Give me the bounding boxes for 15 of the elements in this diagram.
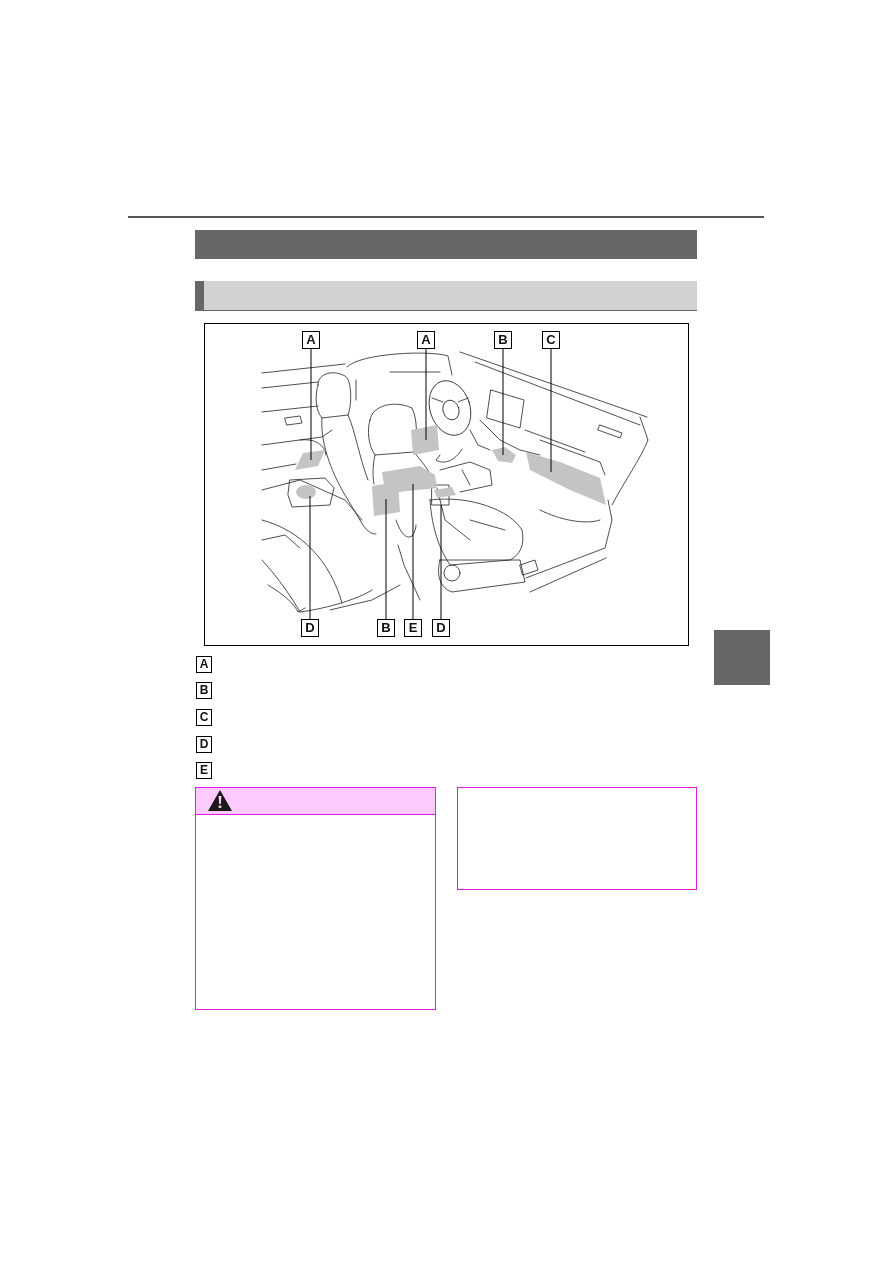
callout-letter: D: [301, 619, 319, 637]
subsection-heading-bar: [195, 281, 697, 311]
section-heading-bar: [195, 230, 697, 259]
callout-letter: B: [377, 619, 395, 637]
callout-letter: C: [542, 331, 560, 349]
callout-letter: A: [302, 331, 320, 349]
key-letter: D: [196, 736, 212, 753]
callout-letter: A: [417, 331, 435, 349]
callout-letter: D: [432, 619, 450, 637]
key-letter: E: [196, 762, 212, 779]
key-letter: C: [196, 709, 212, 726]
callout-letter: E: [404, 619, 422, 637]
key-letter: B: [196, 682, 212, 699]
key-letter: A: [196, 656, 212, 673]
callout-letter: B: [494, 331, 512, 349]
